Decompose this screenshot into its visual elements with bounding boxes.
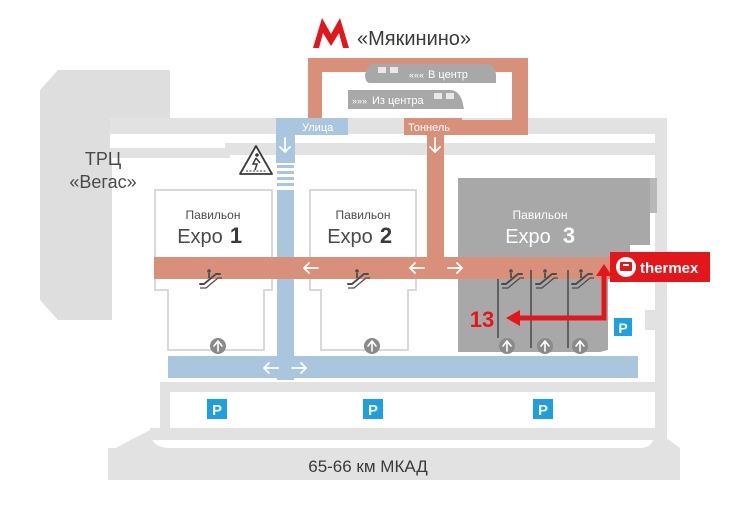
entrance-up-icon xyxy=(571,337,589,355)
svg-text:Expo: Expo xyxy=(177,226,223,248)
svg-text:«Вегас»: «Вегас» xyxy=(69,172,136,192)
svg-text:P: P xyxy=(368,402,378,419)
svg-text:3: 3 xyxy=(563,223,575,248)
svg-text:thermex: thermex xyxy=(640,260,699,277)
arrow-right-icon xyxy=(447,262,463,274)
main-tunnel-corridor xyxy=(154,257,614,279)
entrance-up-icon xyxy=(209,337,227,355)
svg-text:P: P xyxy=(618,320,627,336)
parking-sign: P xyxy=(363,399,383,419)
pavilion-label-3: Павильон Expo 3 xyxy=(505,208,575,248)
svg-text:P: P xyxy=(538,402,548,419)
svg-text:Expo: Expo xyxy=(327,226,373,248)
parking-sign: P xyxy=(533,399,553,419)
svg-text:Павильон: Павильон xyxy=(513,208,568,222)
arrow-down-icon xyxy=(279,137,291,153)
arrow-left-icon xyxy=(263,362,279,374)
svg-text:Expo: Expo xyxy=(505,226,551,248)
arrow-down-icon xyxy=(429,137,441,153)
metro-station-name: «Мякинино» xyxy=(357,28,471,50)
road-label: 65-66 км МКАД xyxy=(308,457,428,476)
svg-text:Павильон: Павильон xyxy=(186,208,241,222)
mall-building xyxy=(40,70,170,320)
arrow-left-icon xyxy=(303,262,319,274)
entrance-up-icon xyxy=(536,337,554,355)
svg-text:ТРЦ: ТРЦ xyxy=(85,149,121,169)
arrow-right-icon xyxy=(291,362,307,374)
svg-text:Павильон: Павильон xyxy=(336,208,391,222)
parking-sign: P xyxy=(207,399,227,419)
pavilion-label-1: Павильон Expo 1 xyxy=(177,208,242,248)
entrance-up-icon xyxy=(498,337,516,355)
mkad-road: 65-66 км МКАД xyxy=(108,430,680,480)
parking-sign: P xyxy=(614,318,632,336)
svg-text:«««: ««« xyxy=(409,70,424,80)
metro-station-header: «Мякинино» xyxy=(313,18,471,50)
pavilion-label-2: Павильон Expo 2 xyxy=(327,208,392,248)
route-to-booth: 13 xyxy=(470,264,612,332)
tunnel-passage: Тоннель xyxy=(404,118,462,260)
train-from-center-label: Из центра xyxy=(372,95,425,107)
pedestrian-warning-icon xyxy=(239,145,273,175)
svg-text:1: 1 xyxy=(230,223,242,248)
train-to-center: ««« В центр xyxy=(365,64,496,83)
train-to-center-label: В центр xyxy=(428,69,468,81)
tunnel-label: Тоннель xyxy=(408,122,450,134)
street-passage: Улица xyxy=(168,118,638,380)
street-label: Улица xyxy=(302,122,334,134)
train-from-center: »»» Из центра xyxy=(348,90,464,109)
metro-logo-icon xyxy=(313,18,349,48)
thermex-logo: thermex xyxy=(610,252,710,282)
mall-label: ТРЦ «Вегас» xyxy=(69,149,136,192)
svg-text:P: P xyxy=(212,402,222,419)
svg-text:2: 2 xyxy=(380,223,392,248)
svg-text:»»»: »»» xyxy=(352,96,367,106)
booth-number: 13 xyxy=(470,307,494,332)
expo-3-lanes xyxy=(497,270,569,348)
arrow-left-icon xyxy=(409,262,425,274)
entrance-up-icon xyxy=(363,337,381,355)
